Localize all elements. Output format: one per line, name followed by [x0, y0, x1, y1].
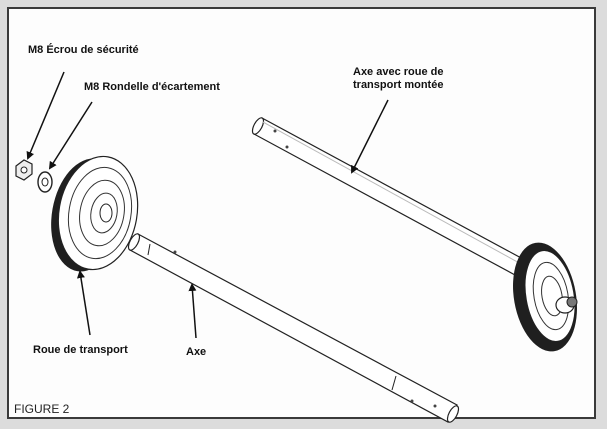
nut-arrow: [26, 71, 65, 160]
assembled-axle: [251, 117, 537, 283]
figure-caption: FIGURE 2: [14, 402, 70, 416]
assembly-arrow: [351, 99, 389, 174]
spacer-washer: [37, 171, 53, 193]
axle-assembly-label-line1: Axe avec roue de: [353, 66, 444, 78]
axle-arrow: [188, 283, 197, 339]
axle-shaft: [127, 233, 460, 423]
axle-label: Axe: [186, 346, 207, 358]
assembled-transport-wheel: [513, 242, 578, 352]
washer-label: M8 Rondelle d'écartement: [84, 81, 220, 93]
washer-arrow: [48, 101, 93, 170]
nut-label: M8 Écrou de sécurité: [28, 44, 139, 56]
transport-wheel: [51, 155, 139, 272]
wheel-arrow: [76, 270, 91, 336]
axle-assembly-label-line2: transport montée: [353, 79, 444, 91]
lock-nut: [15, 159, 33, 181]
wheel-label: Roue de transport: [33, 344, 128, 356]
